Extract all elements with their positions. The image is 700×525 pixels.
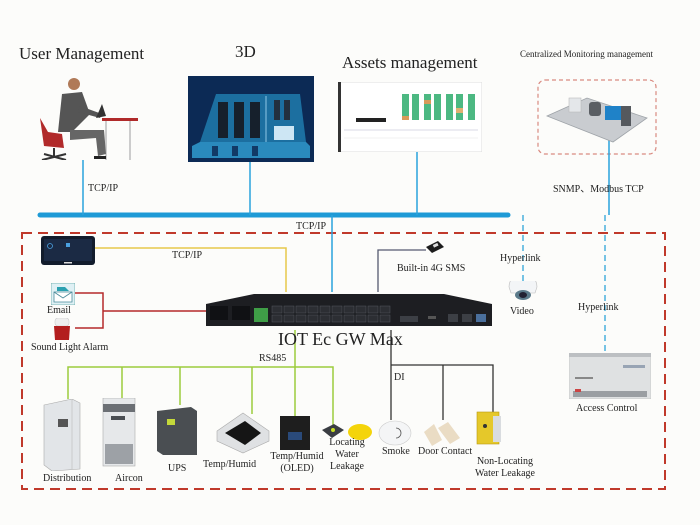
centralized-monitoring-title: Centralized Monitoring management [520, 49, 653, 59]
access-control-label: Access Control [576, 403, 638, 414]
door-contact-label: Door Contact [418, 446, 473, 457]
4g-sms-module-icon [426, 241, 444, 253]
temp-humid-oled-label: Temp/Humid (OLED) [270, 451, 324, 474]
door-contact-icon [424, 422, 460, 446]
email-icon [51, 283, 75, 305]
local-system-boundary [21, 232, 666, 490]
distribution-label: Distribution [43, 473, 92, 484]
video-label: Video [510, 306, 534, 317]
video-hyperlink-label: Hyperlink [500, 253, 541, 264]
non-locating-water-leakage-label: Non-Locating Water Leakage [475, 456, 535, 479]
user-management-title: User Management [19, 44, 145, 63]
rs485-label: RS485 [259, 353, 287, 364]
touchscreen-panel-icon[interactable] [41, 236, 95, 265]
video-camera-icon[interactable] [508, 281, 538, 303]
sms-line [377, 249, 426, 292]
non-locating-water-leakage-sensor-icon [476, 411, 501, 445]
rs485-bus [67, 366, 334, 425]
access-hyperlink-label: Hyperlink [578, 302, 619, 313]
temp-humid-sensor-icon [216, 412, 270, 454]
gateway-name-label: IOT Ec GW Max [278, 329, 403, 349]
di-label: DI [394, 372, 405, 383]
monitoring-protocol-label: SNMP、Modbus TCP [553, 184, 644, 195]
ups-icon [157, 407, 197, 455]
user-at-desk-icon [40, 78, 138, 160]
sms-label: Built-in 4G SMS [397, 263, 466, 274]
email-line [75, 292, 104, 329]
user-tcp-ip-label: TCP/IP [88, 183, 119, 194]
temp-humid-label: Temp/Humid [203, 459, 257, 470]
locating-water-leakage-label: Locating Water Leakage [329, 437, 365, 472]
assets-dashboard-screenshot[interactable] [338, 82, 482, 152]
sound-light-alarm-icon [54, 318, 70, 340]
iot-gateway-device[interactable] [204, 290, 494, 330]
di-bus [391, 364, 494, 412]
access-control-panel-icon[interactable] [569, 353, 651, 399]
smoke-label: Smoke [382, 446, 410, 457]
monitoring-boundary [537, 79, 657, 155]
monitoring-server-icon [545, 97, 648, 143]
email-label: Email [47, 305, 71, 316]
smoke-detector-icon [378, 420, 412, 446]
aircon-unit-icon [102, 398, 136, 467]
temp-humid-oled-sensor-icon [280, 416, 310, 450]
ups-label: UPS [168, 463, 187, 474]
touchscreen-line [95, 247, 287, 292]
sound-light-alarm-label: Sound Light Alarm [31, 342, 109, 353]
touchscreen-tcp-ip-label: TCP/IP [172, 250, 203, 261]
bus-tcp-ip-label: TCP/IP [296, 221, 327, 232]
3d-title: 3D [235, 42, 256, 61]
locating-water-leakage-sensor-icon [322, 424, 372, 440]
distribution-cabinet-icon [43, 399, 81, 471]
assets-management-title: Assets management [342, 53, 478, 72]
aircon-label: Aircon [115, 473, 143, 484]
3d-datacenter-view[interactable] [188, 76, 314, 162]
